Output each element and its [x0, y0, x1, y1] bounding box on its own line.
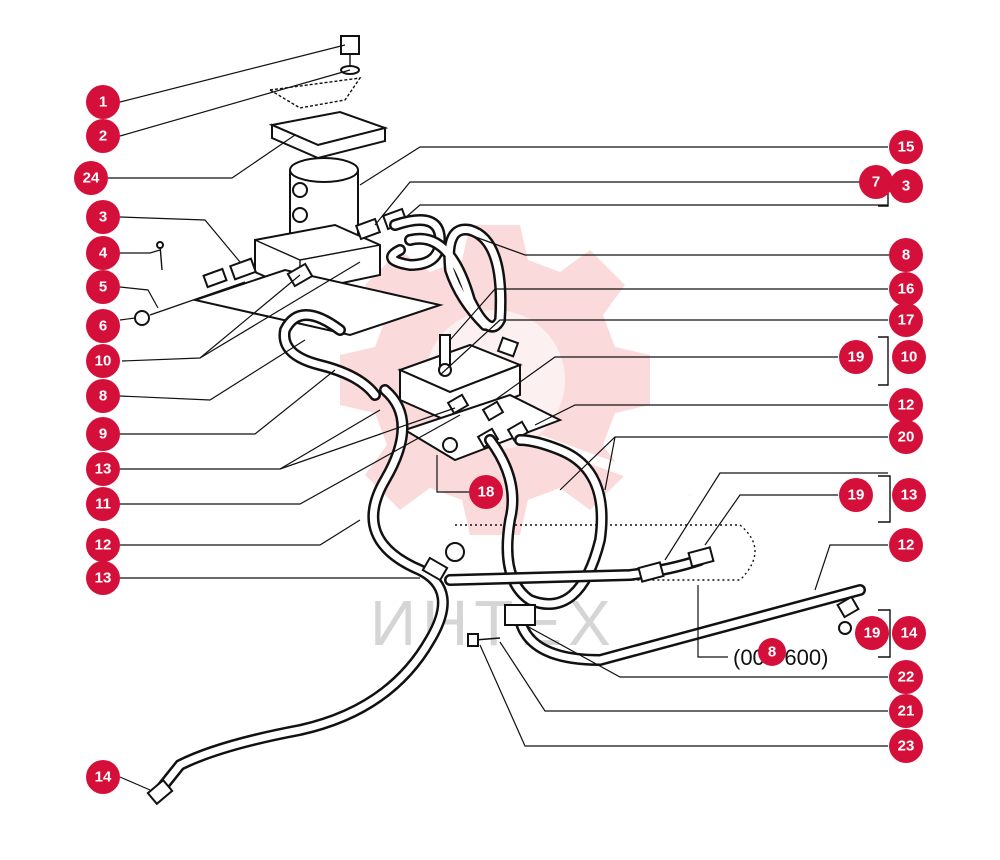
svg-text:3: 3 — [902, 178, 910, 195]
callout-23: 23 — [889, 729, 923, 763]
callout-13: 13 — [892, 478, 926, 512]
svg-text:8: 8 — [99, 388, 107, 405]
callout-22: 22 — [889, 660, 923, 694]
callout-11: 11 — [86, 487, 120, 521]
callout-8: 8 — [889, 238, 923, 272]
valve-assembly-drawing — [134, 35, 756, 581]
callout-8: 8 — [86, 379, 120, 413]
svg-text:18: 18 — [478, 484, 495, 501]
callout-10: 10 — [892, 340, 926, 374]
callout-18: 18 — [469, 475, 503, 509]
callout-ref-8: 8 — [758, 638, 786, 666]
leader-lines — [108, 44, 890, 791]
callout-6: 6 — [86, 309, 120, 343]
svg-text:17: 17 — [898, 312, 915, 329]
callout-10: 10 — [86, 344, 120, 378]
callout-17: 17 — [889, 303, 923, 337]
watermark-text: ИНТЕХ — [370, 587, 617, 659]
callouts: 1 2 24 3 4 5 6 10 8 9 13 11 12 13 14 15 … — [74, 85, 926, 794]
svg-text:16: 16 — [898, 281, 915, 298]
callout-19: 19 — [839, 478, 873, 512]
callout-12: 12 — [889, 388, 923, 422]
callout-15: 15 — [889, 130, 923, 164]
callout-3: 3 — [889, 169, 923, 203]
callout-19: 19 — [855, 616, 889, 650]
svg-text:22: 22 — [898, 669, 915, 686]
callout-24: 24 — [74, 161, 108, 195]
svg-text:5: 5 — [99, 279, 107, 296]
svg-text:1: 1 — [99, 94, 107, 111]
svg-text:7: 7 — [872, 174, 880, 191]
callout-4: 4 — [86, 236, 120, 270]
svg-text:20: 20 — [898, 429, 915, 446]
callout-5: 5 — [86, 270, 120, 304]
group-brackets — [878, 187, 891, 658]
svg-text:9: 9 — [99, 426, 107, 443]
callout-16: 16 — [889, 272, 923, 306]
svg-text:11: 11 — [95, 496, 111, 513]
svg-text:19: 19 — [864, 625, 881, 642]
callout-12: 12 — [889, 528, 923, 562]
callout-3: 3 — [86, 200, 120, 234]
svg-text:8: 8 — [902, 247, 910, 264]
svg-text:12: 12 — [95, 537, 112, 554]
svg-text:15: 15 — [898, 139, 915, 156]
svg-text:3: 3 — [99, 209, 107, 226]
svg-text:13: 13 — [95, 461, 112, 478]
svg-text:23: 23 — [898, 738, 915, 755]
svg-text:21: 21 — [898, 703, 915, 720]
svg-text:24: 24 — [83, 170, 100, 187]
callout-7: 7 — [859, 165, 893, 199]
hoses-drawing — [146, 214, 866, 806]
svg-text:10: 10 — [95, 353, 112, 370]
svg-text:13: 13 — [95, 570, 112, 587]
callout-1: 1 — [86, 85, 120, 119]
callout-2: 2 — [86, 119, 120, 153]
svg-text:14: 14 — [901, 625, 918, 642]
svg-text:6: 6 — [99, 318, 107, 335]
svg-text:8: 8 — [768, 644, 776, 661]
callout-14: 14 — [86, 760, 120, 794]
callout-20: 20 — [889, 420, 923, 454]
svg-text:10: 10 — [901, 349, 918, 366]
callout-13: 13 — [86, 452, 120, 486]
callout-12: 12 — [86, 528, 120, 562]
svg-text:14: 14 — [95, 769, 112, 786]
svg-text:19: 19 — [848, 487, 865, 504]
callout-21: 21 — [889, 694, 923, 728]
svg-text:19: 19 — [848, 349, 865, 366]
callout-9: 9 — [86, 417, 120, 451]
svg-text:13: 13 — [901, 487, 918, 504]
svg-text:12: 12 — [898, 397, 915, 414]
svg-text:4: 4 — [99, 245, 108, 262]
svg-text:2: 2 — [99, 128, 107, 145]
svg-text:12: 12 — [898, 537, 915, 554]
callout-14: 14 — [892, 616, 926, 650]
callout-19: 19 — [839, 340, 873, 374]
callout-13: 13 — [86, 561, 120, 595]
